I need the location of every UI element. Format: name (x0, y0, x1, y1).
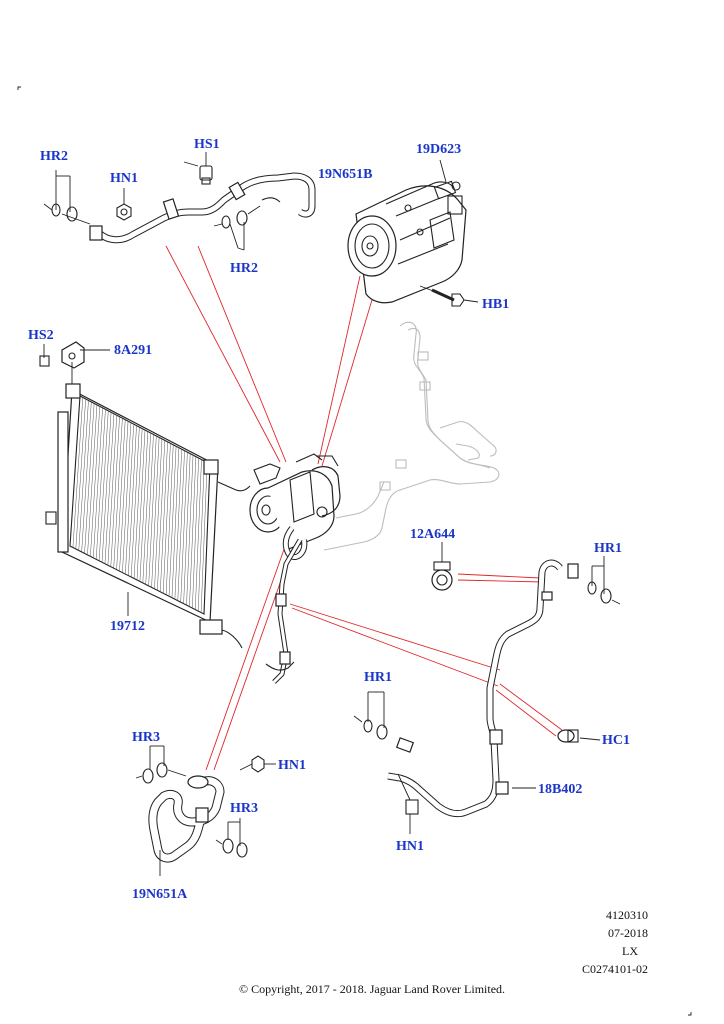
callout-HC1[interactable]: HC1 (602, 733, 630, 748)
condenser-fin (154, 438, 163, 589)
condenser-fin (171, 447, 180, 598)
condenser-fin (93, 407, 103, 558)
condenser-fin (157, 440, 166, 591)
callout-HR2-top-mid[interactable]: HR2 (230, 261, 258, 276)
hose-19N651B (89, 172, 316, 244)
condenser-fin (186, 455, 194, 606)
condenser-fin (165, 444, 174, 595)
callout-18B402[interactable]: 18B402 (538, 782, 583, 797)
pipe-18B402 (387, 559, 579, 818)
condenser-fin (136, 429, 146, 581)
reference-number: 4120310 (606, 908, 648, 922)
bracket-8A291 (61, 341, 110, 384)
condenser-fin (148, 435, 157, 586)
callout-HR2-top-left[interactable]: HR2 (40, 149, 68, 164)
condenser-fin (145, 434, 154, 585)
condenser-fin (75, 398, 86, 549)
callout-19712[interactable]: 19712 (110, 619, 145, 634)
condenser-fin (189, 456, 197, 607)
condenser-fin (104, 413, 115, 564)
illustration-id: C0274101-02 (582, 962, 648, 976)
condenser-fin (125, 424, 134, 575)
reference-date: 07-2018 (608, 926, 648, 940)
callout-19N651A[interactable]: 19N651A (132, 887, 188, 902)
condenser-fin (151, 437, 160, 588)
condenser-fin (122, 422, 132, 573)
condenser-fin (139, 431, 149, 582)
condenser-fin (168, 446, 177, 597)
o-ring-HR3-right (215, 818, 248, 858)
nut-HN1-top (116, 188, 132, 221)
hose-19N651A (148, 775, 225, 876)
condenser-fin (195, 459, 202, 610)
condenser-fin (133, 428, 143, 579)
condenser-fin (98, 410, 109, 561)
condenser-fin (116, 419, 126, 570)
condenser-fin (128, 425, 137, 576)
ghost-hose-assembly (323, 321, 500, 551)
o-ring-HR3-left (135, 745, 187, 784)
condenser-fin (87, 404, 98, 555)
condenser-fin (192, 458, 199, 609)
callout-HR1-mid[interactable]: HR1 (364, 670, 392, 685)
condenser-fin (90, 406, 101, 557)
cap-HC1 (557, 729, 601, 743)
condenser-fin (197, 461, 205, 612)
o-ring-HR1-mid (353, 691, 388, 740)
callout-HR3-right[interactable]: HR3 (230, 801, 258, 816)
callout-HN1-mid[interactable]: HN1 (278, 758, 306, 773)
callout-HR3-left[interactable]: HR3 (132, 730, 160, 745)
compressor-19D623 (347, 159, 467, 304)
nut-HN1-mid (239, 755, 276, 773)
callout-HS1[interactable]: HS1 (194, 137, 220, 152)
condenser-fin (78, 400, 89, 551)
corner-mark-bottom-right (688, 1012, 692, 1016)
bolt-HB1 (419, 285, 479, 307)
condenser-fin (72, 397, 84, 548)
pressure-switch-12A644 (431, 542, 453, 591)
condenser-fin (107, 415, 117, 566)
condenser-19712 (45, 383, 251, 649)
condenser-fin (81, 401, 92, 552)
condenser-fin (95, 409, 106, 560)
stud-HS1 (183, 152, 213, 185)
callout-HR1-right[interactable]: HR1 (594, 541, 622, 556)
callout-HN1-top[interactable]: HN1 (110, 171, 138, 186)
condenser-fin (84, 403, 95, 554)
condenser-fin (110, 416, 120, 567)
condenser-fin (200, 462, 208, 613)
stud-HS2 (39, 344, 50, 367)
o-ring-HR1-right (587, 556, 621, 605)
condenser-fin (142, 432, 151, 583)
condenser-fin (113, 418, 123, 569)
callout-HS2[interactable]: HS2 (28, 328, 54, 343)
callout-19D623[interactable]: 19D623 (416, 142, 462, 157)
callout-19N651B[interactable]: 19N651B (318, 167, 373, 182)
callout-8A291[interactable]: 8A291 (114, 343, 153, 358)
callout-12A644[interactable]: 12A644 (410, 527, 456, 542)
o-ring-HR2-top-left (43, 170, 91, 225)
callout-HN1-bottom[interactable]: HN1 (396, 839, 424, 854)
condenser-fin (162, 443, 171, 594)
installed-compressor-assembly (249, 453, 341, 684)
model-code: LX (622, 944, 638, 958)
condenser-fin (174, 449, 182, 600)
condenser-fin (101, 412, 112, 563)
condenser-fin (177, 450, 185, 601)
condenser-fin (160, 441, 168, 592)
o-ring-HR2-top-mid (213, 205, 261, 251)
condenser-fin (180, 452, 188, 603)
nut-HN1-bottom (397, 773, 419, 834)
condenser-fin (183, 453, 191, 604)
callout-HB1[interactable]: HB1 (482, 297, 510, 312)
condenser-fin (119, 421, 129, 572)
corner-mark-top-left (17, 86, 21, 90)
condenser-fin (130, 427, 140, 578)
copyright-notice: © Copyright, 2017 - 2018. Jaguar Land Ro… (238, 982, 506, 996)
leader-lines (165, 245, 563, 771)
